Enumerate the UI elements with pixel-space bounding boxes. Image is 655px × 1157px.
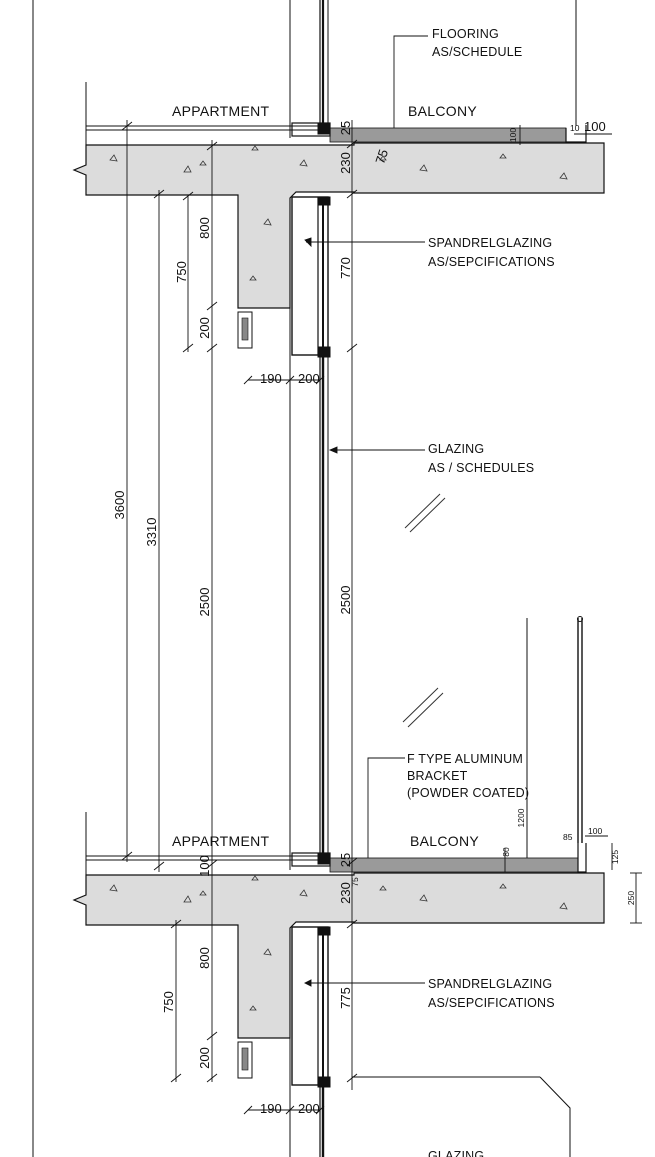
dim-800-lower: 800 bbox=[197, 947, 212, 969]
spandrel-label-upper-line1: SPANDRELGLAZING bbox=[428, 236, 552, 250]
appartment-label-upper: APPARTMENT bbox=[172, 103, 270, 119]
curtain-wall bbox=[291, 0, 331, 1157]
dim-85: 85 bbox=[563, 832, 573, 842]
upper-balcony-finish bbox=[329, 127, 567, 143]
dim-25-upper: 25 bbox=[338, 121, 353, 135]
dim-25-lower: 25 bbox=[338, 853, 353, 867]
dim-770: 770 bbox=[338, 257, 353, 279]
dim-200h-upper: 200 bbox=[298, 371, 320, 386]
dim-230-lower: 230 bbox=[338, 882, 353, 904]
spandrel-label-lower-line2: AS/SEPCIFICATIONS bbox=[428, 996, 555, 1010]
dim-3600: 3600 bbox=[112, 491, 127, 520]
dim-750-lower: 750 bbox=[161, 991, 176, 1013]
dim-3310: 3310 bbox=[144, 518, 159, 547]
dimension-values: 3600 3310 2500 750 800 200 190 200 25 23… bbox=[112, 119, 636, 1116]
bracket-label-line2: BRACKET bbox=[407, 769, 468, 783]
dim-800-upper: 800 bbox=[197, 217, 212, 239]
dim-2500-left: 2500 bbox=[197, 588, 212, 617]
lower-balcony-finish bbox=[329, 857, 579, 873]
spandrel-label-lower-line1: SPANDRELGLAZING bbox=[428, 977, 552, 991]
dim-200-lower: 200 bbox=[197, 1047, 212, 1069]
balcony-label-lower: BALCONY bbox=[410, 833, 479, 849]
lower-slab bbox=[72, 843, 605, 1079]
glazing-label-line2: AS / SCHEDULES bbox=[428, 461, 534, 475]
dim-125: 125 bbox=[610, 850, 620, 864]
appartment-label-lower: APPARTMENT bbox=[172, 833, 270, 849]
dim-190-lower: 190 bbox=[260, 1101, 282, 1116]
dim-100v-upper: 100 bbox=[508, 128, 518, 142]
bracket-label-line1: F TYPE ALUMINUM bbox=[407, 752, 523, 766]
dim-200h-lower: 200 bbox=[298, 1101, 320, 1116]
bracket-label-line3: (POWDER COATED) bbox=[407, 786, 529, 800]
dimension-lines bbox=[121, 120, 642, 1115]
concrete-hatch bbox=[109, 145, 568, 1011]
dim-75-lower: 75 bbox=[350, 877, 360, 887]
dim-230-upper: 230 bbox=[338, 152, 353, 174]
balcony-railing bbox=[352, 616, 583, 1157]
flooring-label-line1: FLOORING bbox=[432, 27, 499, 41]
dim-100-lower: 100 bbox=[588, 826, 602, 836]
dim-775: 775 bbox=[338, 987, 353, 1009]
dim-200-upper: 200 bbox=[197, 317, 212, 339]
balcony-label-upper: BALCONY bbox=[408, 103, 477, 119]
glazing-label-lower: GLAZING bbox=[428, 1149, 484, 1157]
dim-75: 75 bbox=[372, 147, 391, 165]
dim-2500-right: 2500 bbox=[338, 586, 353, 615]
dim-250: 250 bbox=[626, 891, 636, 905]
annotation-labels: FLOORING AS/SCHEDULE APPARTMENT BALCONY … bbox=[172, 27, 555, 1157]
dim-10-upper: 10 bbox=[570, 123, 580, 133]
flooring-label-line2: AS/SCHEDULE bbox=[432, 45, 522, 59]
leader-lines bbox=[303, 35, 428, 987]
dim-100-upper: 100 bbox=[584, 119, 606, 134]
glazing-label-line1: GLAZING bbox=[428, 442, 484, 456]
spandrel-label-upper-line2: AS/SEPCIFICATIONS bbox=[428, 255, 555, 269]
glass-reflection-marks bbox=[402, 493, 446, 728]
dim-80: 80 bbox=[501, 847, 511, 857]
dim-1200: 1200 bbox=[516, 808, 526, 827]
dim-100-lower-v: 100 bbox=[197, 855, 212, 877]
dim-190-upper: 190 bbox=[260, 371, 282, 386]
upper-slab bbox=[72, 125, 605, 349]
dim-750-upper: 750 bbox=[174, 261, 189, 283]
